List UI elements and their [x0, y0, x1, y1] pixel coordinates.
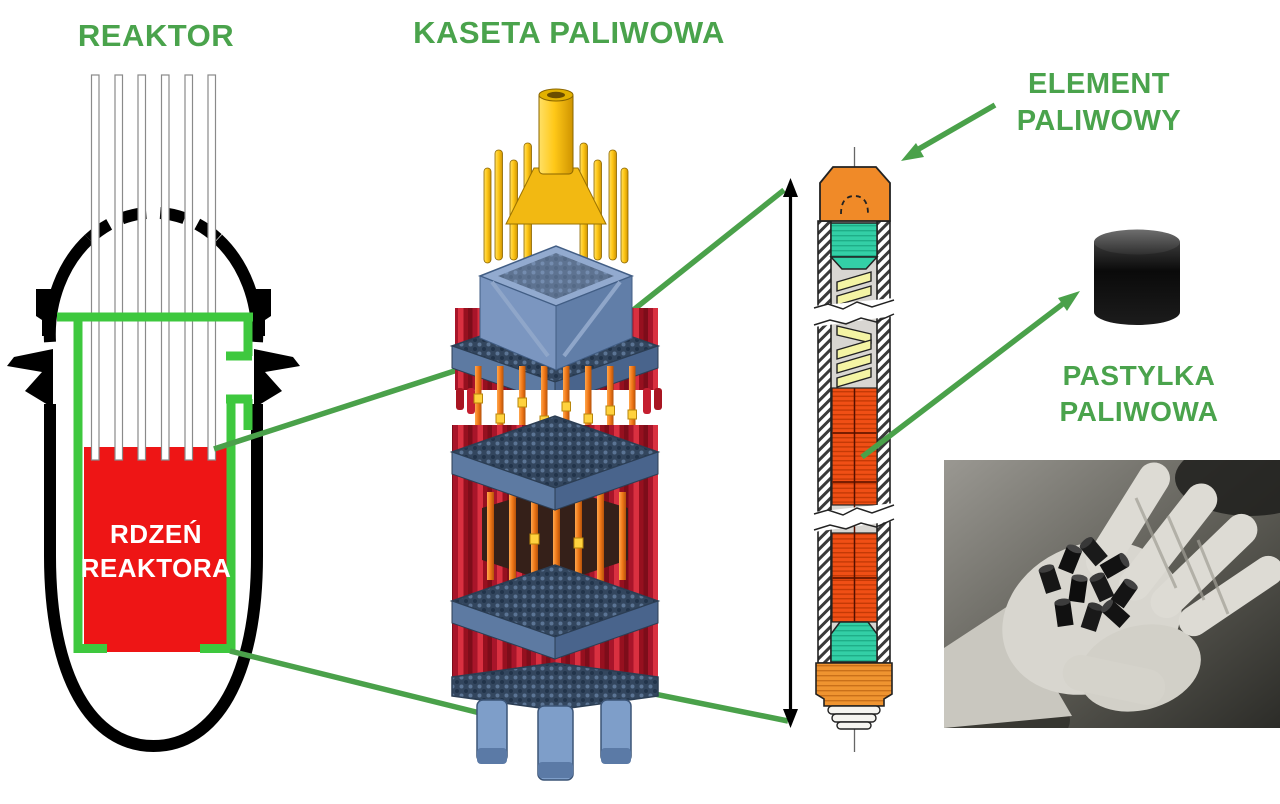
assembly-label-text: KASETA PALIWOWA: [413, 15, 725, 50]
pellet-arrow: [860, 291, 1080, 460]
top-nozzle: [477, 245, 635, 371]
coolant-nozzle-right: [254, 349, 300, 408]
element-arrow: [901, 102, 997, 161]
vessel-flange-right: [255, 289, 271, 336]
fuel-pellet: [1094, 229, 1180, 325]
dimension-arrow: [783, 178, 798, 728]
assembly-label: KASETA PALIWOWA: [413, 13, 725, 53]
spacer-grid-3: [449, 564, 661, 660]
control-rods: [90, 74, 217, 461]
fuel-element-label: ELEMENT PALIWOWY: [1017, 66, 1182, 140]
rod-spring: [836, 271, 872, 388]
gap-red-stubs: [456, 388, 662, 414]
rod-spacer-top: [830, 222, 878, 258]
reactor-label-text: REAKTOR: [77, 18, 235, 53]
core-label: RDZEŃ REAKTORA: [81, 518, 232, 586]
cladding-left: [817, 220, 832, 664]
assembly-top-hardware: [483, 88, 629, 264]
rod-break-1: [813, 298, 895, 327]
reactor-label: REAKTOR: [78, 16, 234, 56]
fuel-assembly: [449, 88, 662, 781]
assembly-legs: [476, 699, 632, 781]
pellet-label: PASTYLKA PALIWOWA: [1059, 358, 1218, 430]
bottom-nozzle-band: [451, 662, 659, 711]
pellets-in-hand: [1038, 537, 1138, 632]
core-label-line2: REAKTORA: [80, 552, 232, 583]
rod-spacer-bottom: [830, 621, 878, 663]
core-label-line1: RDZEŃ: [109, 519, 203, 549]
reactor-core: [84, 447, 227, 652]
spacer-grid-2: [449, 415, 661, 511]
fuel-element-label-line1: ELEMENT: [1027, 68, 1171, 100]
coolant-nozzle-left: [7, 349, 53, 408]
pellet-label-line2: PALIWOWA: [1059, 395, 1219, 427]
pellet-label-line1: PASTYLKA: [1062, 360, 1216, 391]
line-core-to-assembly-bottom: [229, 648, 485, 717]
line-assembly-to-rod-top: [625, 187, 786, 318]
fuel-pellets-photo: [944, 460, 1280, 728]
guide-rods-interior: [487, 486, 626, 584]
rod-bottom-plug: [815, 662, 893, 707]
reactor-vessel: [7, 206, 300, 753]
rod-break-2: [813, 503, 895, 532]
rod-top-cap: [819, 166, 891, 222]
fuel-element-label-line2: PALIWOWY: [1016, 105, 1182, 138]
vessel-flange-left: [36, 289, 52, 336]
fuel-rod-diagram: [813, 147, 895, 752]
